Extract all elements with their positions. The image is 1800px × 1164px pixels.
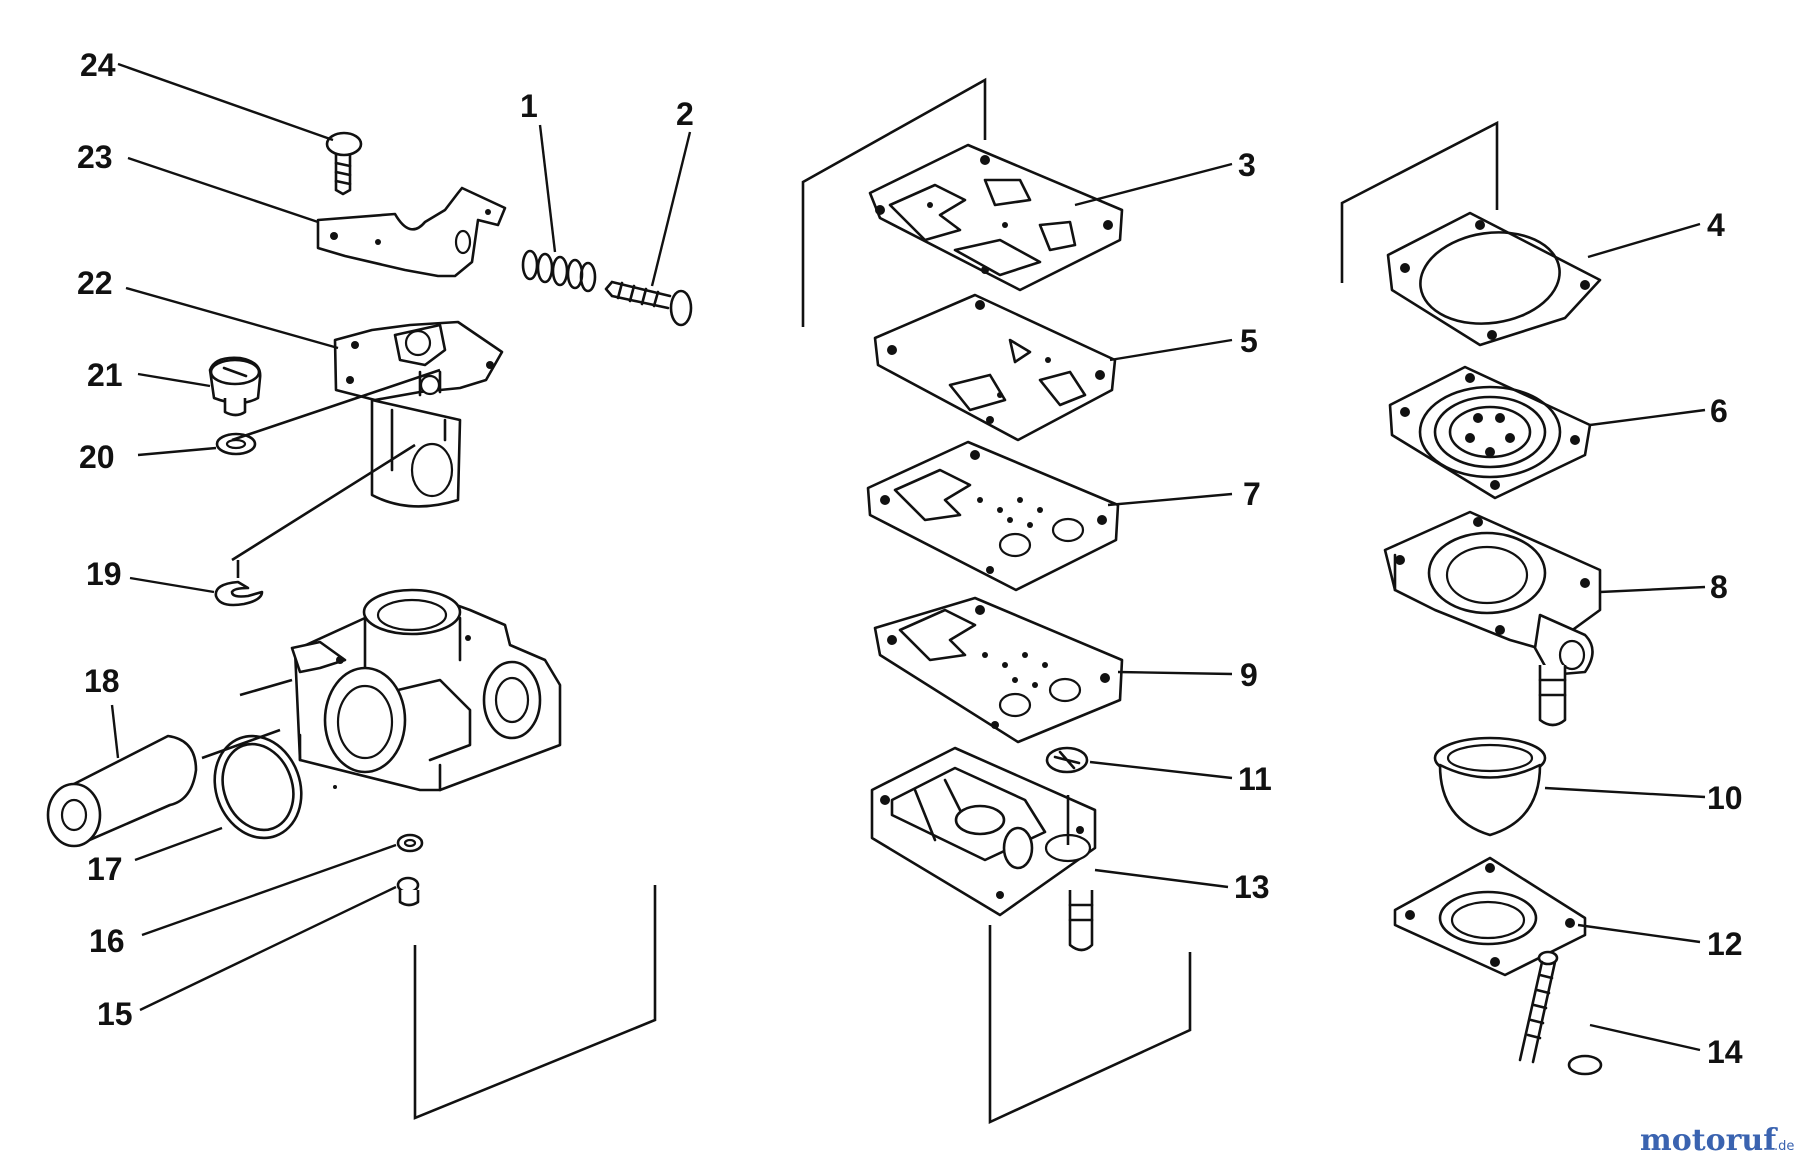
part-16-washer [396,833,424,853]
part-2-screw [604,280,693,327]
callout-12: 12 [1707,926,1743,962]
part-14-screw [1518,950,1603,1076]
part-24-screw [325,131,363,196]
part-11-cap [1045,746,1089,774]
callout-9: 9 [1240,657,1258,693]
watermark-logo: motoruf .de [1640,1123,1794,1158]
callout-2: 2 [676,96,694,132]
callout-18: 18 [84,663,120,699]
watermark-text: motoruf [1640,1123,1778,1158]
callout-7: 7 [1243,476,1261,512]
callout-8: 8 [1710,569,1728,605]
callout-20: 20 [79,439,115,475]
part-12-retainer [1393,856,1587,977]
callout-24: 24 [80,47,116,83]
part-15-screw [396,876,420,907]
callout-5: 5 [1240,323,1258,359]
callout-21: 21 [87,357,123,393]
callout-numbers: 24 23 1 2 22 21 20 19 18 17 16 15 3 5 7 … [77,47,1743,1070]
part-5-gasket [873,293,1117,442]
part-3-gasket [868,143,1124,292]
part-7-gasket [866,440,1120,592]
callout-17: 17 [87,851,123,887]
callout-4: 4 [1707,207,1725,243]
callout-6: 6 [1710,393,1728,429]
leader-lines [110,62,1706,1052]
callout-11: 11 [1238,761,1272,797]
callout-3: 3 [1238,147,1256,183]
part-23-lever [316,186,507,278]
part-20-washer [215,432,257,456]
part-18-filter [46,734,198,848]
part-1-spring [521,249,597,293]
part-21-plug [208,356,262,417]
callout-19: 19 [86,556,122,592]
callout-22: 22 [77,265,113,301]
part-carburetor-body [290,588,562,792]
part-13-pump-body [870,746,1097,952]
callout-13: 13 [1234,869,1270,905]
watermark-suffix: .de [1774,1139,1794,1154]
part-4-gasket [1386,211,1602,347]
callout-15: 15 [97,996,133,1032]
part-19-e-clip [214,580,264,607]
alignment-brackets [201,77,1499,1125]
callout-14: 14 [1707,1034,1743,1070]
callout-1: 1 [520,88,538,124]
callout-23: 23 [77,139,113,175]
part-6-diaphragm [1388,365,1592,500]
part-17-gasket-ring [213,734,303,840]
callout-16: 16 [89,923,125,959]
part-10-primer-bulb [1433,736,1547,837]
part-9-gasket [873,596,1124,744]
part-8-cover [1383,510,1602,727]
callout-10: 10 [1707,780,1743,816]
